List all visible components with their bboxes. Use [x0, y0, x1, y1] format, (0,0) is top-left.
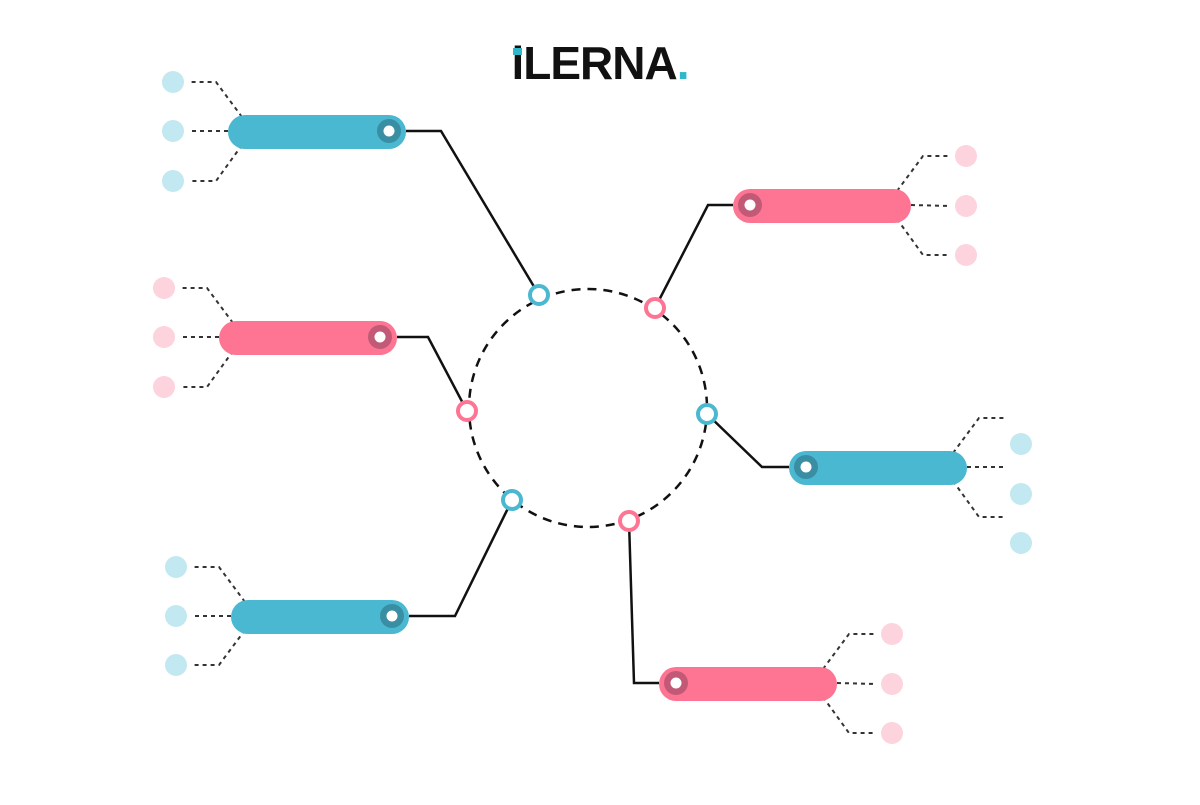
connector-line-bottom-left	[409, 499, 514, 618]
leaf-dot-middle-left-2	[153, 326, 175, 348]
logo-letter-i: i	[511, 37, 524, 89]
leaf-dot-top-left-1	[162, 71, 184, 93]
branch-pill-bottom-left	[231, 600, 409, 634]
branch-pill-bottom-right	[659, 667, 837, 701]
pill-knob-center-bottom-right	[670, 677, 682, 689]
leaf-connector-top-right-2	[910, 204, 951, 207]
leaf-dot-bottom-left-3	[165, 654, 187, 676]
connector-line-bottom-right	[627, 520, 659, 685]
branch-pill-top-left	[228, 115, 406, 149]
connector-line-middle-right	[706, 413, 789, 469]
leaf-connector-top-right-1	[896, 155, 950, 192]
leaf-dot-middle-right-2	[1010, 483, 1032, 505]
leaf-dot-bottom-right-1	[881, 623, 903, 645]
branch-pill-middle-right	[789, 451, 967, 485]
leaf-dot-middle-right-3	[1010, 532, 1032, 554]
branch-pill-middle-left	[219, 321, 397, 355]
hub-node-bottom-right	[618, 510, 640, 532]
leaf-dot-middle-left-1	[153, 277, 175, 299]
leaf-connector-bottom-right-2	[836, 682, 877, 685]
hub-node-middle-left	[456, 400, 478, 422]
pill-knob-center-middle-left	[374, 331, 386, 343]
leaf-connector-bottom-left-1	[192, 566, 246, 603]
ilerna-logo: iLERNA.	[0, 40, 1200, 86]
connector-line-middle-left	[397, 335, 469, 412]
leaf-dot-top-left-2	[162, 120, 184, 142]
leaf-connector-middle-left-3	[180, 350, 234, 388]
leaf-connector-bottom-left-3	[192, 629, 246, 666]
pill-knob-center-top-left	[383, 125, 395, 137]
hub-node-middle-right	[696, 403, 718, 425]
leaf-connector-middle-left-1	[180, 287, 234, 324]
leaf-connector-bottom-right-1	[822, 633, 876, 670]
leaf-dot-middle-right-1	[1010, 433, 1032, 455]
leaf-connector-top-right-3	[896, 218, 950, 256]
logo-dot: .	[676, 37, 690, 89]
pill-knob-center-top-right	[744, 199, 756, 211]
pill-knob-center-bottom-left	[386, 610, 398, 622]
branch-pill-top-right	[733, 189, 911, 223]
leaf-dot-top-right-3	[955, 244, 977, 266]
connector-line-top-right	[653, 203, 733, 309]
pill-knob-center-middle-right	[800, 461, 812, 473]
hub-node-bottom-left	[501, 489, 523, 511]
hub-dashed-circle	[467, 287, 709, 529]
leaf-dot-bottom-left-2	[165, 605, 187, 627]
leaf-connector-top-left-3	[189, 144, 243, 182]
leaf-dot-top-right-2	[955, 195, 977, 217]
connector-line-top-left	[406, 129, 541, 296]
leaf-dot-top-left-3	[162, 170, 184, 192]
leaf-connector-bottom-right-3	[822, 696, 876, 734]
leaf-dot-bottom-left-1	[165, 556, 187, 578]
leaf-connector-middle-right-1	[952, 417, 1006, 454]
hub-node-top-right	[644, 297, 666, 319]
leaf-connector-top-left-1	[189, 81, 243, 118]
leaf-connector-middle-right-3	[952, 480, 1006, 518]
leaf-dot-middle-left-3	[153, 376, 175, 398]
leaf-dot-top-right-1	[955, 145, 977, 167]
leaf-dot-bottom-right-2	[881, 673, 903, 695]
leaf-dot-bottom-right-3	[881, 722, 903, 744]
hub-node-top-left	[528, 284, 550, 306]
logo-wordmark: LERNA	[523, 37, 677, 89]
